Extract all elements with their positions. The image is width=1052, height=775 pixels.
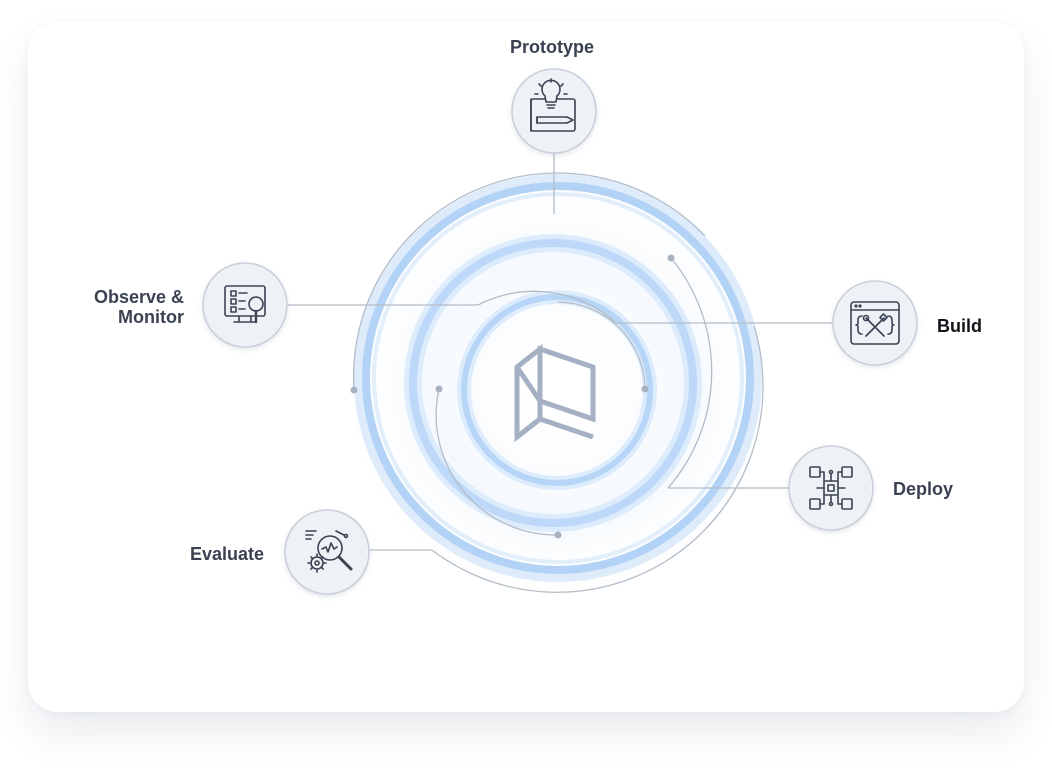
- connector-lines: [288, 153, 834, 593]
- bottom-gray-arc: [431, 325, 764, 593]
- label-observe-monitor: Observe & Monitor: [88, 287, 184, 327]
- observe-gray-arc: [477, 290, 616, 323]
- node-evaluate[interactable]: [284, 509, 370, 595]
- gear-magnifier-icon: [305, 530, 353, 573]
- node-build[interactable]: [832, 280, 918, 366]
- node-deploy[interactable]: [788, 445, 874, 531]
- dot: [350, 386, 358, 394]
- inner-ring: [461, 294, 653, 486]
- ring-glow: [328, 158, 788, 618]
- label-deploy: Deploy: [893, 479, 954, 499]
- code-tools-icon: [850, 301, 900, 345]
- dot: [554, 531, 562, 539]
- circuit-chip-icon: [809, 466, 853, 510]
- label-observe-line1: Observe &: [93, 287, 184, 307]
- cube-frame-logo-icon: [514, 343, 596, 443]
- label-observe-line2: Monitor: [118, 307, 184, 327]
- connector-dots: [350, 254, 675, 539]
- middle-ring: [409, 239, 697, 527]
- node-prototype[interactable]: [511, 68, 597, 154]
- label-build: Build: [937, 316, 982, 336]
- label-evaluate: Evaluate: [190, 544, 265, 564]
- dot: [435, 385, 443, 393]
- outer-ring-inner-edge: [372, 192, 744, 564]
- inner-left-arc: [435, 388, 559, 536]
- node-observe[interactable]: [202, 262, 288, 348]
- label-prototype: Prototype: [510, 37, 595, 57]
- dot: [641, 385, 649, 393]
- outer-gray-arc: [352, 172, 706, 391]
- outer-ring: [362, 182, 754, 574]
- right-gray-arc: [667, 257, 713, 489]
- dot: [667, 254, 675, 262]
- inner-right-arc: [557, 301, 646, 390]
- blueprint-lightbulb-icon: [530, 78, 576, 132]
- monitor-checklist-icon: [224, 285, 266, 324]
